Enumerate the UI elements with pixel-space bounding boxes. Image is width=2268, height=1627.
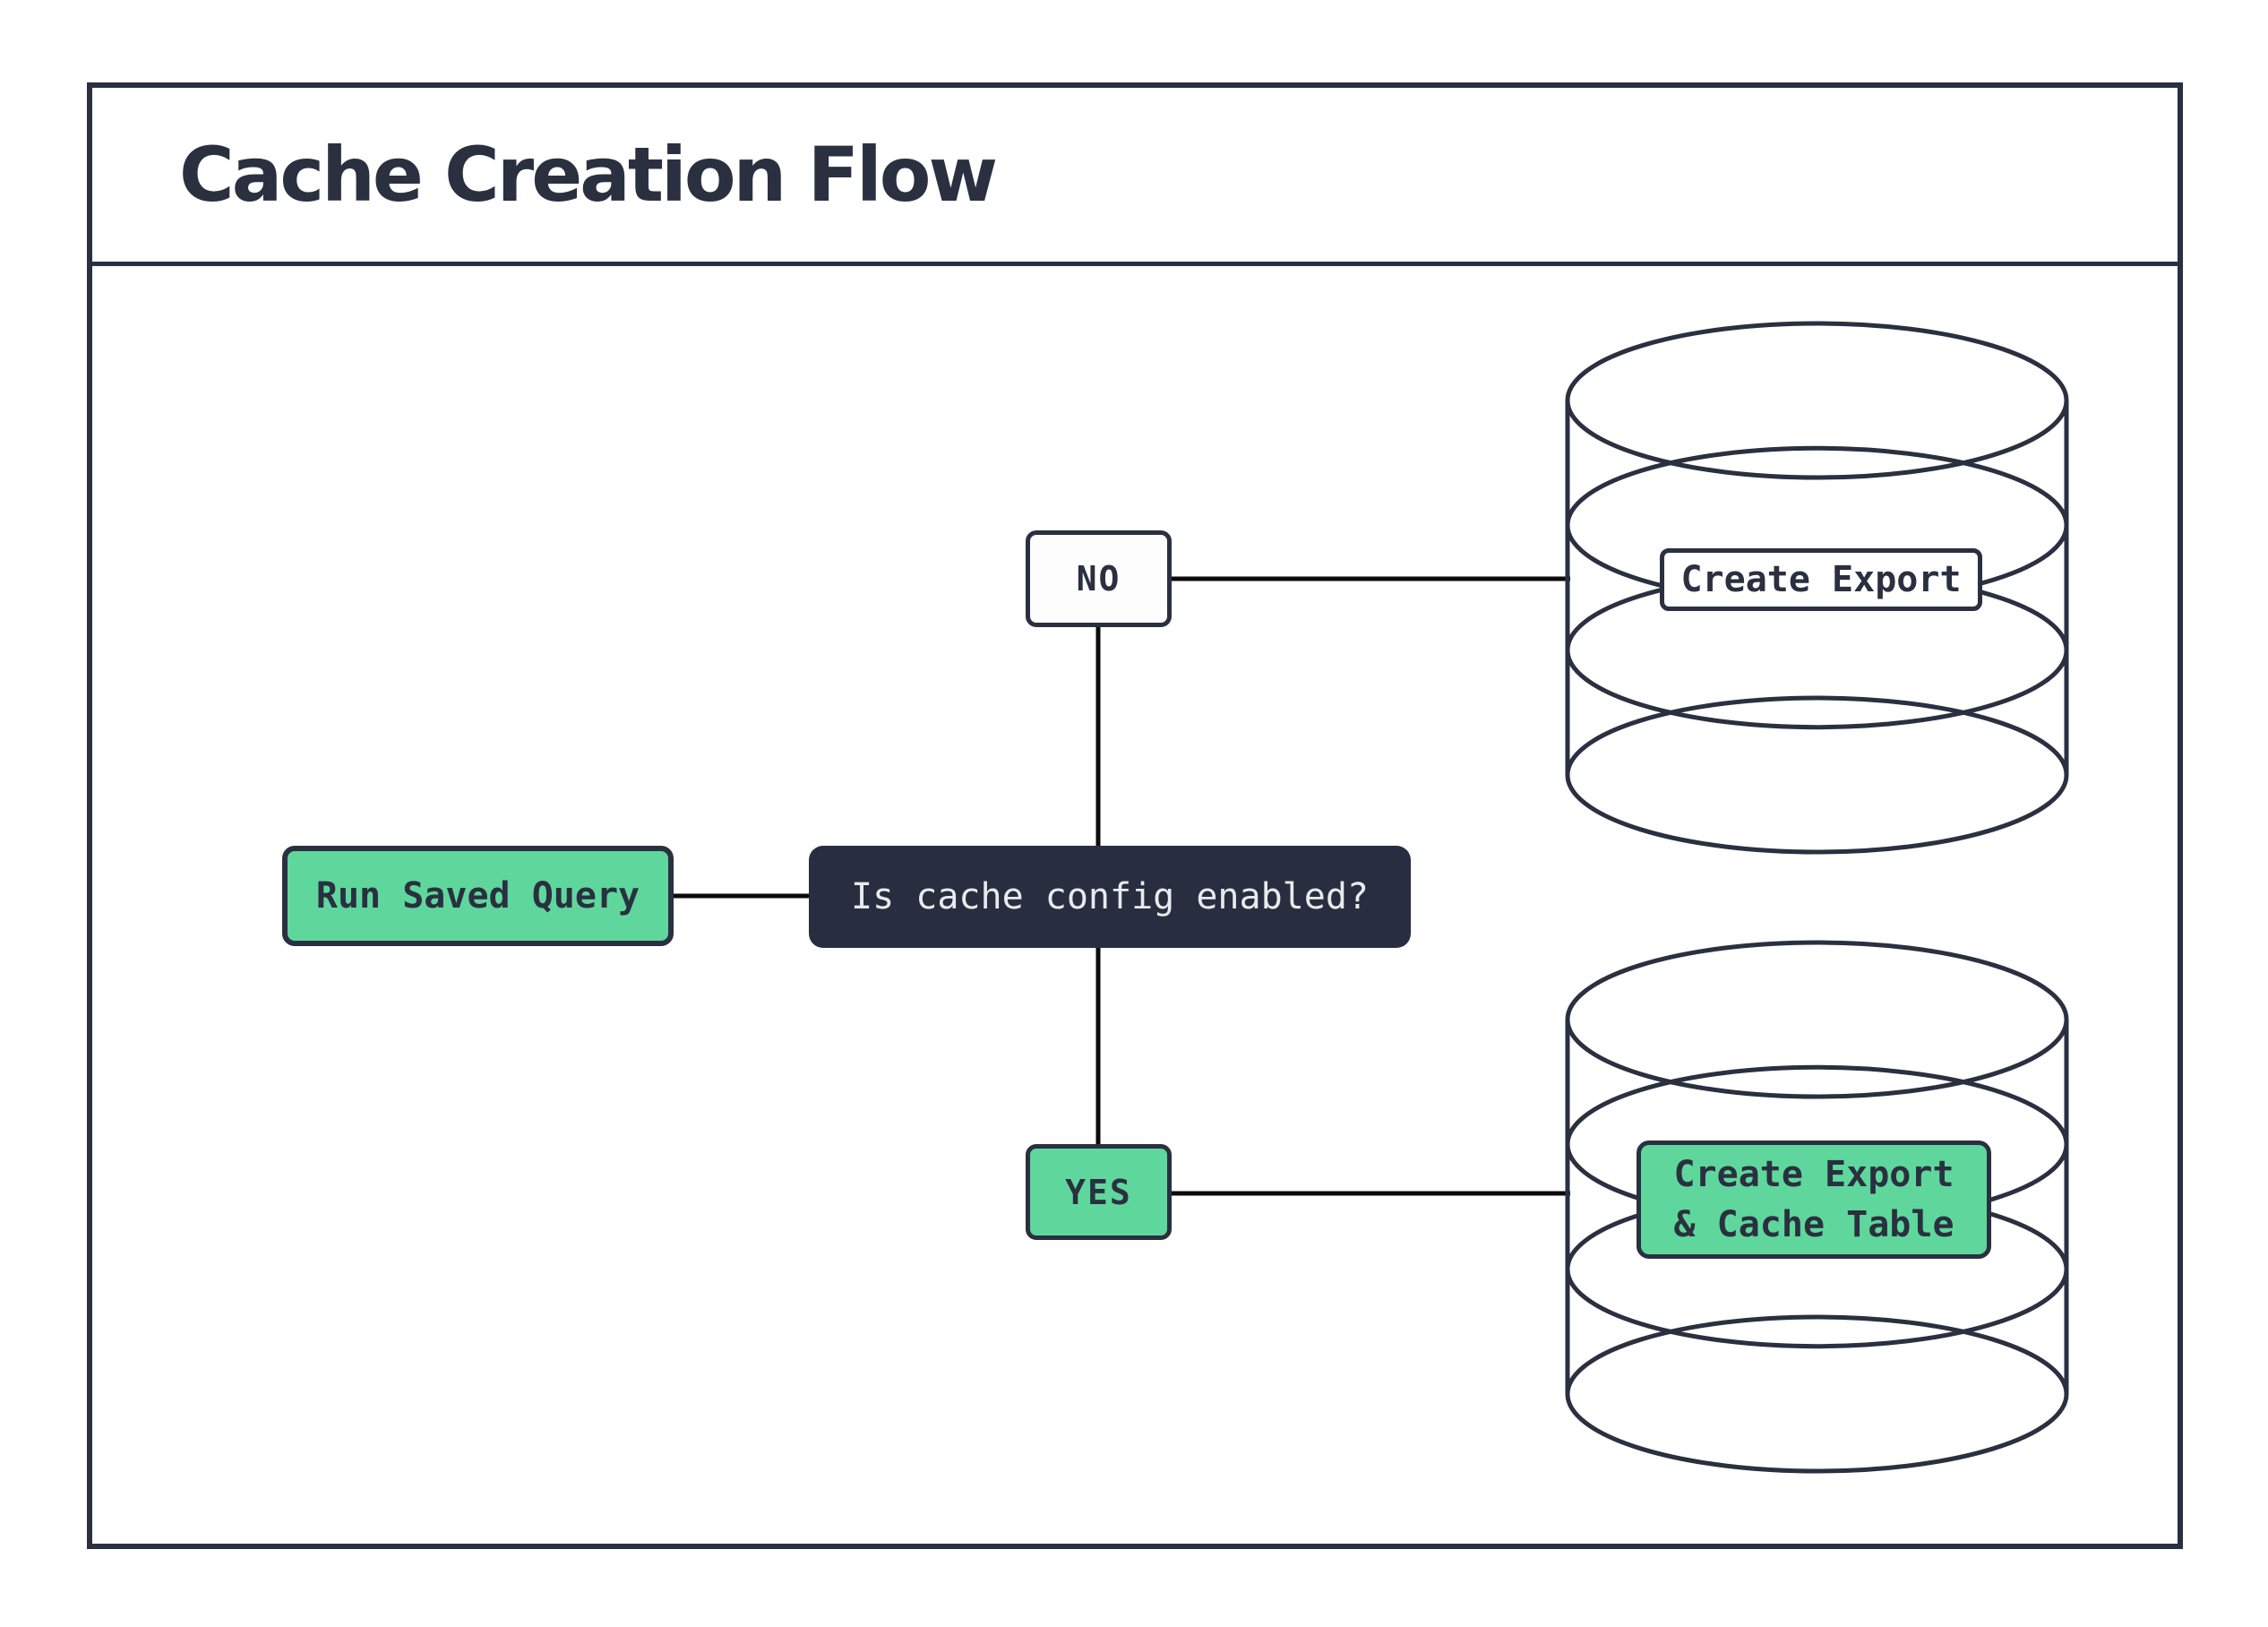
label-line-1: Create Export	[1673, 1154, 1954, 1195]
diagram-frame: Cache Creation Flow	[87, 82, 2183, 1549]
node-branch-yes: YES	[1026, 1144, 1172, 1240]
page-title: Cache Creation Flow	[179, 131, 998, 219]
database-icon-bottom	[1565, 940, 2069, 1474]
node-create-export-cache-table: Create Export & Cache Table	[1637, 1141, 1991, 1259]
cylinder-disk	[1565, 321, 2069, 480]
node-cache-config-question: Is cache config enabled?	[809, 846, 1411, 948]
node-branch-no: NO	[1026, 530, 1172, 627]
diagram-header: Cache Creation Flow	[92, 88, 2178, 266]
cylinder-disk	[1565, 695, 2069, 855]
label-line-2: & Cache Table	[1673, 1204, 1954, 1245]
node-run-saved-query: Run Saved Query	[282, 846, 674, 946]
cylinder-disk	[1565, 1314, 2069, 1474]
cylinder-disk	[1565, 940, 2069, 1099]
node-create-export: Create Export	[1660, 548, 1982, 611]
